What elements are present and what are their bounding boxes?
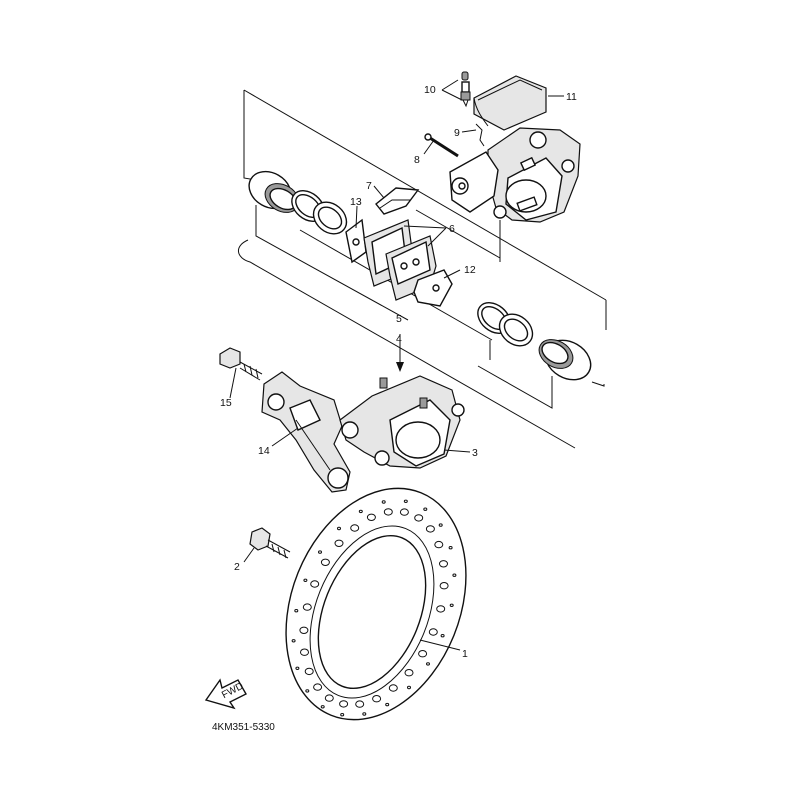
disc-hole (310, 580, 320, 588)
disc-hole (358, 509, 363, 514)
caliper-bracket (261, 371, 351, 493)
disc-hole (324, 694, 334, 702)
disc-hole (372, 695, 382, 703)
leader-lines (229, 79, 564, 651)
disc-hole (300, 648, 309, 656)
disc-hole (305, 689, 310, 693)
pad-support (413, 269, 453, 307)
exploded-frame-lines (238, 89, 607, 449)
disc-hole (334, 539, 344, 547)
disc-hole (423, 507, 428, 511)
label-13: 13 (350, 196, 362, 208)
disc-hole (381, 500, 386, 504)
label-4: 4 (396, 333, 402, 345)
disc-hole (439, 560, 448, 568)
disc-hole (383, 508, 393, 516)
disc-hole (434, 540, 444, 549)
diagram-code: 4KM351-5330 (212, 722, 275, 733)
label-9: 9 (454, 127, 460, 139)
label-3: 3 (472, 447, 478, 459)
disc-hole (426, 662, 430, 666)
disc-holes (291, 499, 457, 717)
disc-hole (291, 639, 296, 643)
pad-cover (473, 75, 547, 131)
disc-hole (388, 684, 398, 692)
label-2: 2 (234, 561, 240, 573)
disc-hole (418, 650, 428, 658)
disc-hole (320, 705, 325, 709)
disc-hole (414, 514, 424, 522)
disc-hole (448, 546, 453, 550)
label-11: 11 (566, 91, 577, 103)
disc-hole (404, 669, 414, 677)
disc-hole (407, 685, 411, 690)
label-10: 10 (424, 84, 436, 96)
left-piston-upper (248, 170, 300, 213)
disc-hole (295, 666, 300, 670)
label-8: 8 (414, 154, 420, 166)
piston-seals-upper (291, 190, 348, 235)
part-labels: 10 11 9 8 7 13 6 12 5 4 15 14 3 2 1 4KM3… (212, 84, 577, 733)
label-12: 12 (464, 264, 476, 276)
disc-bolt (249, 527, 291, 559)
upper-caliper-body (449, 127, 581, 223)
piston-seals-lower (477, 302, 534, 347)
disc-hole (337, 526, 341, 531)
disc-hole (438, 523, 443, 527)
pin-clip (475, 123, 485, 147)
bleed-screw (460, 71, 471, 108)
caliper-assembly (339, 375, 465, 469)
disc-hole (350, 524, 360, 532)
disc-hole (303, 578, 308, 582)
disc-hole (294, 609, 299, 613)
disc-hole (302, 603, 312, 611)
fwd-arrow-icon: FWD (204, 678, 247, 710)
disc-hole (439, 582, 449, 590)
disc-hole (452, 573, 457, 577)
disc-hole (403, 499, 408, 503)
disc-hole (299, 626, 309, 634)
disc-hole (428, 628, 438, 636)
disc-hole (304, 667, 314, 676)
disc-hole (440, 634, 445, 638)
disc-hole (366, 513, 376, 521)
disc-hole (362, 712, 367, 716)
label-5: 5 (396, 313, 402, 325)
disc-hole (436, 605, 446, 613)
label-1: 1 (462, 648, 468, 660)
disc-hole (355, 700, 365, 708)
disc-hole (320, 558, 330, 566)
disc-hole (339, 700, 349, 708)
pad-pin (424, 133, 459, 158)
bracket-bolt (219, 347, 263, 381)
disc-hole (340, 713, 345, 717)
label-15: 15 (220, 397, 232, 409)
disc-hole (318, 550, 322, 554)
disc-hole (385, 702, 390, 707)
label-7: 7 (366, 180, 372, 192)
disc-hole (425, 525, 435, 533)
pad-spring (375, 187, 420, 215)
right-piston-lower (538, 339, 592, 381)
disc-hole (313, 683, 323, 691)
disc-hole (399, 508, 409, 516)
brake-disc (285, 487, 467, 721)
disc-hole (449, 603, 454, 607)
label-14: 14 (258, 445, 270, 457)
label-6: 6 (449, 223, 455, 235)
